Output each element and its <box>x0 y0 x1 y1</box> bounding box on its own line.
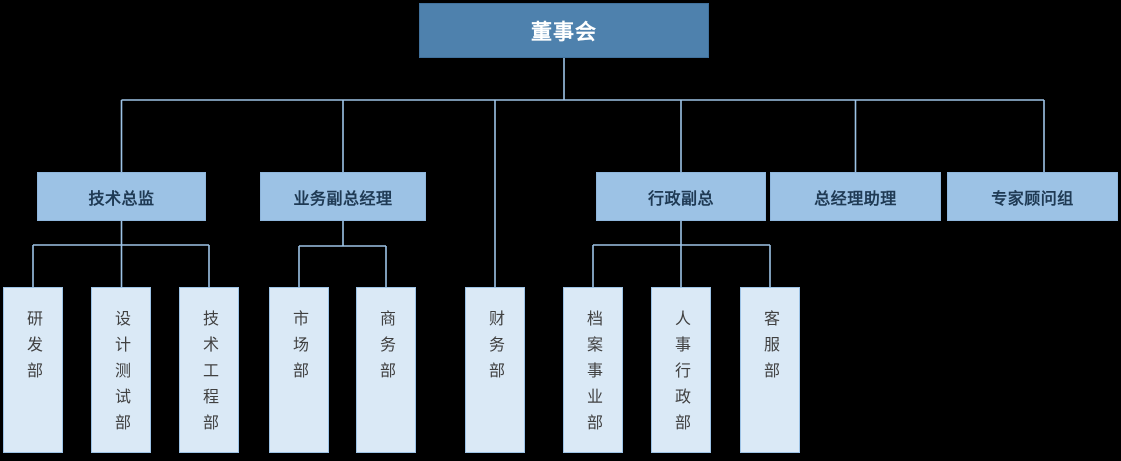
node-design-test-dept[interactable]: 设计测试部 <box>91 287 151 453</box>
node-label: 设计测试部 <box>112 310 131 440</box>
node-rd-dept[interactable]: 研发部 <box>3 287 63 453</box>
node-expert-advisory-group[interactable]: 专家顾问组 <box>947 172 1118 221</box>
node-label: 市场部 <box>290 310 309 388</box>
node-label: 档案事业部 <box>584 310 603 440</box>
node-customer-service-dept[interactable]: 客服部 <box>740 287 800 453</box>
node-commerce-dept[interactable]: 商务部 <box>356 287 416 453</box>
node-tech-director[interactable]: 技术总监 <box>37 172 206 221</box>
node-label: 商务部 <box>377 310 396 388</box>
node-label: 研发部 <box>24 310 43 388</box>
node-admin-deputy[interactable]: 行政副总 <box>596 172 766 221</box>
node-marketing-dept[interactable]: 市场部 <box>269 287 329 453</box>
node-label: 人事行政部 <box>672 310 691 440</box>
node-label: 财务部 <box>486 310 505 388</box>
node-business-deputy-gm[interactable]: 业务副总经理 <box>260 172 426 221</box>
node-archives-business-dept[interactable]: 档案事业部 <box>563 287 623 453</box>
node-hr-admin-dept[interactable]: 人事行政部 <box>651 287 711 453</box>
node-label: 客服部 <box>761 310 780 388</box>
node-gm-assistant[interactable]: 总经理助理 <box>770 172 941 221</box>
node-tech-engineering-dept[interactable]: 技术工程部 <box>179 287 239 453</box>
node-finance-dept[interactable]: 财务部 <box>465 287 525 453</box>
node-board[interactable]: 董事会 <box>419 3 709 58</box>
node-label: 技术工程部 <box>200 310 219 440</box>
